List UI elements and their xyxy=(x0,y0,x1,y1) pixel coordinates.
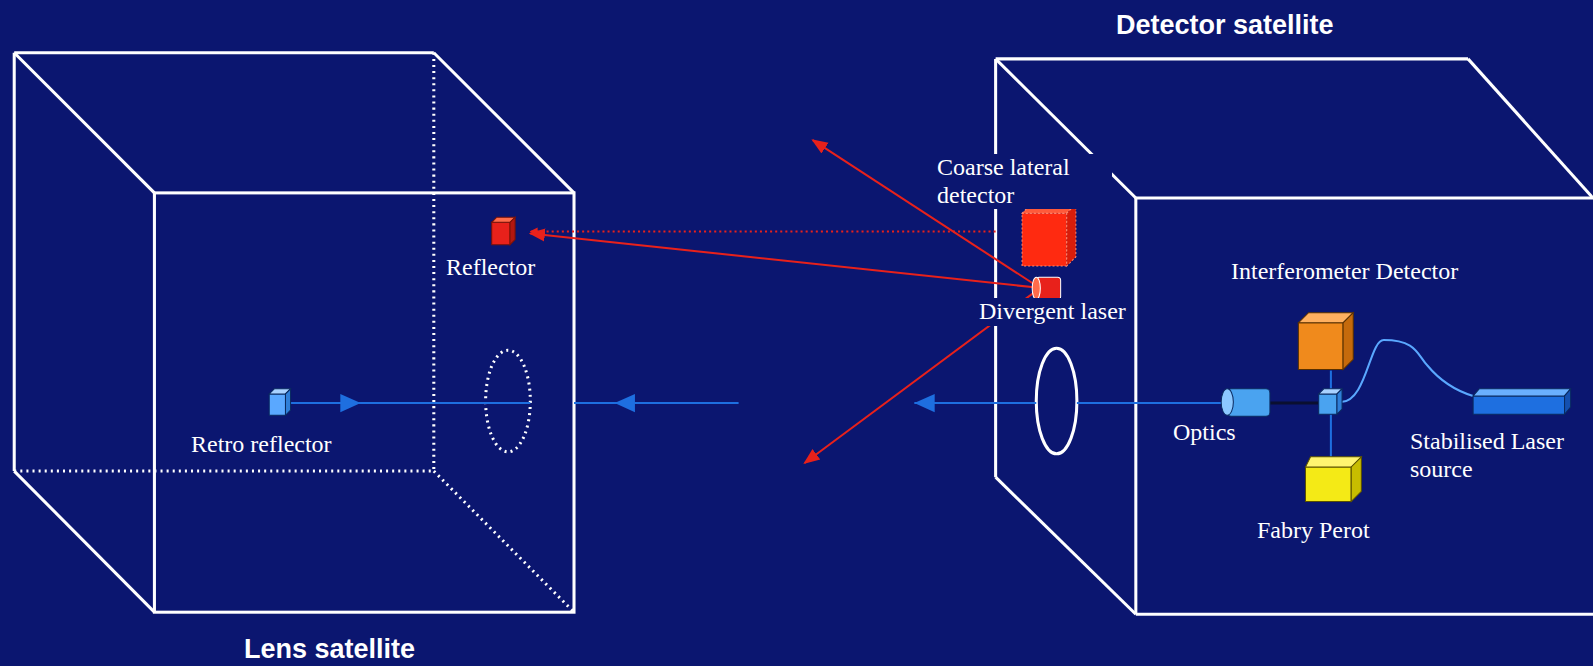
interferometer-beam xyxy=(290,340,1474,457)
laser-label: Divergent laser xyxy=(977,298,1128,326)
divergent-laser-emitter xyxy=(1032,277,1060,299)
laser-source-label: Stabilised Laser source xyxy=(1408,428,1580,483)
lens-cube-hidden-edges xyxy=(14,53,574,612)
reflector-cube xyxy=(492,217,515,244)
interferometer-detector-cube xyxy=(1298,313,1353,370)
retro-reflector-label: Retro reflector xyxy=(189,431,334,459)
retro-reflector-cube xyxy=(269,389,290,415)
lens-cube xyxy=(14,53,574,612)
fabry-perot-cube xyxy=(1305,457,1361,502)
optics-label: Optics xyxy=(1171,419,1238,447)
satellite-heading: Lens satellite xyxy=(244,634,415,665)
detector-label: Interferometer Detector xyxy=(1229,258,1460,286)
stabilised-laser-bar xyxy=(1473,389,1571,414)
reflector-label: Reflector xyxy=(444,254,537,282)
satellite-box: Lens satellite xyxy=(14,53,574,666)
satellite-heading: Detector satellite xyxy=(1116,10,1334,41)
optics-lens xyxy=(1221,389,1270,416)
fabry-perot-label: Fabry Perot xyxy=(1255,517,1372,545)
detector-cube xyxy=(996,59,1593,614)
coarse-lateral-detector xyxy=(1022,204,1076,266)
lateral-detector-label: Coarse lateral detector xyxy=(935,154,1112,209)
beam-splitter xyxy=(1319,389,1342,414)
